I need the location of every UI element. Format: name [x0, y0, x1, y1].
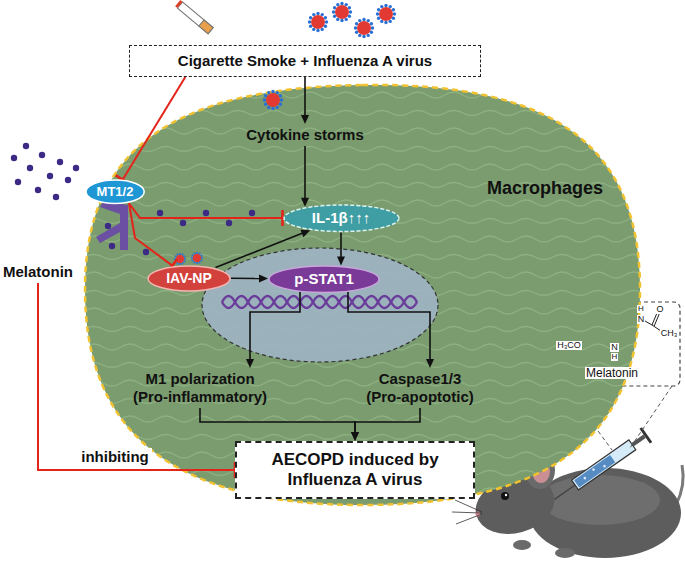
node-heading: Macrophages	[487, 178, 603, 200]
connector-line	[123, 77, 186, 180]
inhibition-bar	[168, 259, 178, 272]
atom-label: N	[637, 315, 646, 324]
node-text: Cigarette Smoke + Influenza A virus	[178, 52, 432, 70]
connector	[301, 77, 309, 124]
connector-line	[231, 277, 260, 279]
arrowhead	[300, 230, 310, 237]
arrowhead	[301, 198, 309, 207]
nucleus	[202, 248, 438, 362]
connector	[129, 203, 177, 272]
cell-membrane	[85, 85, 640, 505]
label-holder: O	[655, 305, 664, 314]
molecule-name: Melatonin	[585, 367, 639, 379]
node-text: Caspase1/3 (Pro-apoptotic)	[364, 370, 476, 406]
atom-label: CH₃	[660, 329, 679, 338]
protein-ellipse: p-STAT1	[268, 265, 380, 294]
protein-ellipse: IAV-NP	[147, 265, 231, 292]
arrowhead	[301, 115, 309, 124]
label-holder: N	[610, 343, 619, 352]
ellipse-shape	[269, 266, 379, 293]
atom-label: H	[611, 353, 619, 361]
connector-line	[250, 292, 300, 360]
edge-label-holder: inhibiting	[78, 448, 151, 466]
connector	[129, 203, 283, 226]
connector	[301, 146, 309, 207]
inhibition-bar	[116, 175, 130, 183]
node-text: Melatonin	[3, 263, 73, 281]
melatonin-dots	[11, 143, 255, 255]
arrowhead	[259, 275, 268, 283]
node-text: M1 polarization (Pro-inflammatory)	[130, 370, 270, 406]
atom-label: H₃CO	[556, 341, 582, 350]
connector	[38, 283, 235, 478]
connector-line	[348, 292, 430, 360]
connector-line	[355, 408, 420, 433]
virus-cluster	[308, 2, 396, 38]
label-holder: N	[637, 315, 646, 324]
node-text: p-STAT1	[294, 270, 353, 288]
outcome-label: M1 polarization (Pro-inflammatory)	[128, 368, 272, 408]
outcome-box: AECOPD induced by Influenza A virus	[235, 441, 475, 499]
label-holder: H	[611, 353, 619, 361]
node-text: MT1/2	[97, 184, 134, 200]
connector	[351, 408, 420, 441]
ellipse-shape	[148, 265, 230, 290]
receptor-ellipse: MT1/2	[85, 179, 145, 204]
atom-label: O	[655, 305, 664, 314]
label-holder: CH₃	[660, 329, 679, 338]
label-holder: H	[637, 305, 645, 313]
connector	[216, 230, 311, 268]
arrowhead	[351, 432, 359, 441]
connector-line	[129, 203, 172, 265]
inhibition-bar	[281, 210, 284, 226]
ellipse-shape	[284, 205, 399, 232]
node-text: IL-1β↑↑↑	[312, 209, 370, 227]
process-label: Cytokine storms	[244, 124, 366, 146]
receptor-symbol	[96, 201, 128, 250]
outcome-label: Caspase1/3 (Pro-apoptotic)	[362, 368, 478, 408]
connector-line	[129, 203, 283, 218]
connector-line	[38, 283, 235, 470]
inhibition-bar	[234, 462, 237, 478]
connector-line	[304, 77, 306, 116]
atom-label: H	[637, 305, 645, 313]
connector	[200, 408, 359, 441]
connector-line	[304, 146, 306, 199]
connector-line	[200, 408, 355, 433]
ellipse-shape	[86, 180, 144, 203]
arrowhead	[351, 432, 359, 441]
dna-helix	[222, 296, 417, 308]
source-box: Cigarette Smoke + Influenza A virus	[129, 45, 481, 77]
edge-label: inhibiting	[78, 448, 151, 466]
connector	[246, 292, 300, 368]
label-holder: H₃CO	[556, 341, 582, 350]
arrowhead	[426, 359, 434, 368]
virus-particles	[174, 90, 283, 265]
arrowhead	[337, 256, 345, 265]
node-text: Cytokine storms	[246, 126, 364, 144]
connector	[231, 275, 268, 283]
cigarette-icon	[175, 0, 213, 34]
atom-label: N	[610, 343, 619, 352]
connector-line	[216, 233, 303, 267]
label-holder: Melatonin	[585, 367, 639, 379]
drug-label: Melatonin	[1, 261, 75, 283]
node-text: AECOPD induced by Influenza A virus	[255, 450, 455, 491]
arrowhead	[246, 359, 254, 368]
connector	[348, 292, 434, 368]
connector	[116, 77, 186, 184]
connector-line	[340, 232, 342, 257]
cytokine-ellipse: IL-1β↑↑↑	[283, 204, 400, 233]
node-text: IAV-NP	[166, 270, 212, 287]
connector	[337, 232, 345, 265]
